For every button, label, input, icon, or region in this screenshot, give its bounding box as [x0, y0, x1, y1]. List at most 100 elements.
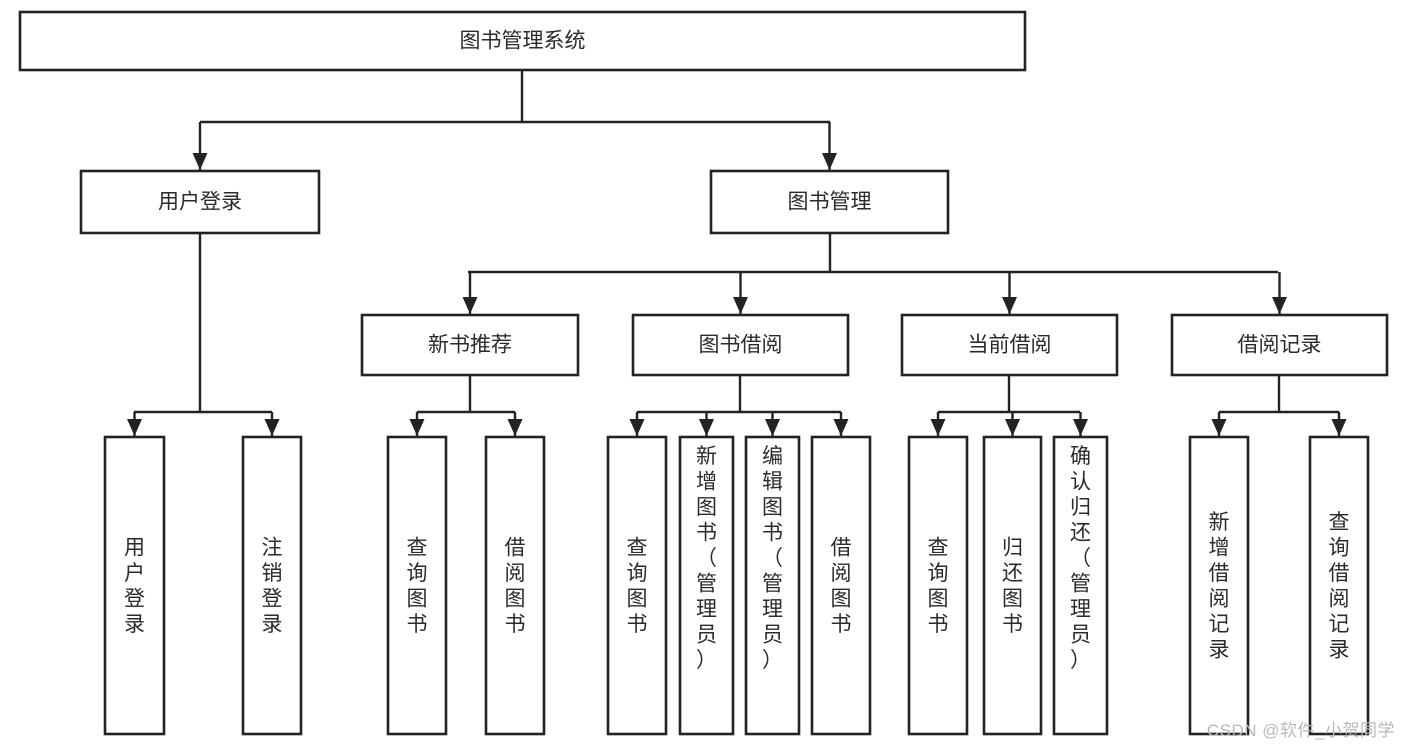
node-box[interactable]: [241, 435, 303, 736]
node-label: 借阅图书: [831, 536, 852, 636]
node-leaf-borrow-book-1[interactable]: 借阅图书: [484, 435, 546, 736]
node-label: 查询图书: [928, 536, 949, 636]
arrow-head-icon: [699, 419, 714, 436]
arrow-head-icon: [930, 419, 946, 436]
node-leaf-borrow-book-2[interactable]: 借阅图书: [810, 435, 872, 736]
arrow-head-icon: [629, 419, 645, 436]
node-leaf-user-login[interactable]: 用户登录: [103, 435, 166, 736]
edge-borrow-record-to-leaf-query-record: [1331, 412, 1347, 436]
node-new-book-recommend[interactable]: 新书推荐: [360, 313, 580, 377]
arrow-head-icon: [264, 419, 280, 436]
node-leaf-add-record[interactable]: 新增借阅记录: [1188, 435, 1250, 736]
node-book-manage[interactable]: 图书管理: [709, 169, 950, 235]
edge-book-manage-to-current-borrow: [1002, 272, 1017, 314]
node-leaf-return-book[interactable]: 归还图书: [982, 435, 1043, 736]
edge-book-manage-to-new-book-recommend: [462, 272, 478, 314]
node-leaf-confirm-return[interactable]: 确认归还（管理员）: [1052, 435, 1109, 736]
node-box[interactable]: [360, 313, 580, 377]
node-leaf-add-book[interactable]: 新增图书（管理员）: [678, 435, 735, 736]
arrow-head-icon: [1211, 419, 1227, 436]
edge-book-borrow-to-leaf-borrow-book-2: [833, 412, 849, 436]
arrow-head-icon: [192, 153, 208, 170]
connector-layer: [127, 70, 1347, 436]
edge-book-manage-to-book-borrow: [733, 272, 748, 314]
arrow-head-icon: [1002, 297, 1017, 314]
edge-book-manage-to-borrow-record: [1272, 272, 1287, 314]
arrow-head-icon: [1005, 419, 1020, 436]
node-book-borrow[interactable]: 图书借阅: [631, 313, 850, 377]
node-box[interactable]: [386, 435, 448, 736]
arrow-head-icon: [507, 419, 523, 436]
node-box[interactable]: [103, 435, 166, 736]
node-box[interactable]: [744, 435, 801, 736]
node-label: 借阅记录: [1238, 334, 1322, 357]
node-box[interactable]: [678, 435, 735, 736]
node-root-图书管理系统[interactable]: 图书管理系统: [18, 10, 1027, 72]
connector-bus-book-manage: [468, 233, 1278, 274]
arrow-head-icon: [1272, 297, 1287, 314]
node-label: 借阅图书: [505, 536, 526, 636]
node-borrow-record[interactable]: 借阅记录: [1170, 313, 1389, 377]
arrow-head-icon: [127, 419, 142, 436]
node-box[interactable]: [982, 435, 1043, 736]
node-box[interactable]: [484, 435, 546, 736]
node-box[interactable]: [631, 313, 850, 377]
node-box[interactable]: [1170, 313, 1389, 377]
connector-bus-new-book: [417, 375, 515, 414]
edge-book-borrow-to-leaf-add-book: [699, 412, 714, 436]
node-leaf-logout-login[interactable]: 注销登录: [241, 435, 303, 736]
node-label: 当前借阅: [968, 334, 1052, 357]
connector-bus-borrow-record: [1219, 375, 1339, 414]
connector-bus-current-borrow: [938, 375, 1080, 414]
edge-current-borrow-to-leaf-confirm-return: [1073, 412, 1088, 436]
node-label: 查询图书: [407, 536, 428, 636]
arrow-head-icon: [462, 297, 478, 314]
edge-borrow-record-to-leaf-add-record: [1211, 412, 1227, 436]
node-user-login[interactable]: 用户登录: [79, 169, 321, 235]
node-label: 用户登录: [158, 191, 242, 214]
node-label: 新书推荐: [428, 334, 512, 357]
node-box[interactable]: [1308, 435, 1370, 736]
node-leaf-query-book-1[interactable]: 查询图书: [386, 435, 448, 736]
node-label: 查询借阅记录: [1329, 511, 1350, 662]
edge-current-borrow-to-leaf-query-book-3: [930, 412, 946, 436]
node-label: 确认归还（管理员）: [1070, 445, 1091, 672]
arrow-head-icon: [1331, 419, 1347, 436]
node-label: 图书管理系统: [460, 30, 586, 53]
node-box[interactable]: [79, 169, 321, 235]
node-label: 新增图书（管理员）: [696, 445, 717, 672]
node-label: 查询图书: [627, 536, 648, 636]
node-label: 图书管理: [788, 191, 872, 214]
node-box[interactable]: [709, 169, 950, 235]
node-label: 归还图书: [1002, 536, 1023, 636]
node-box[interactable]: [606, 435, 668, 736]
arrow-head-icon: [822, 153, 837, 170]
node-box[interactable]: [900, 313, 1119, 377]
node-label: 图书借阅: [699, 334, 783, 357]
edge-new-book-recommend-to-leaf-borrow-book-1: [507, 412, 523, 436]
node-label: 新增借阅记录: [1209, 511, 1230, 662]
arrow-head-icon: [1073, 419, 1088, 436]
node-current-borrow[interactable]: 当前借阅: [900, 313, 1119, 377]
node-box[interactable]: [810, 435, 872, 736]
node-box[interactable]: [1188, 435, 1250, 736]
node-leaf-query-book-3[interactable]: 查询图书: [907, 435, 969, 736]
node-box[interactable]: [907, 435, 969, 736]
edge-root-to-user-login: [192, 122, 208, 170]
edge-book-borrow-to-leaf-edit-book: [765, 412, 780, 436]
connector-bus-user-login: [134, 233, 272, 414]
edge-user-login-to-leaf-user-login: [127, 412, 142, 436]
node-layer: 图书管理系统用户登录图书管理新书推荐图书借阅当前借阅借阅记录用户登录注销登录查询…: [18, 10, 1389, 736]
node-label: 注销登录: [262, 536, 283, 636]
node-leaf-query-book-2[interactable]: 查询图书: [606, 435, 668, 736]
node-box[interactable]: [18, 10, 1027, 72]
connector-bus-book-borrow: [637, 375, 841, 414]
node-leaf-edit-book[interactable]: 编辑图书（管理员）: [744, 435, 801, 736]
node-label: 编辑图书（管理员）: [762, 445, 783, 672]
node-box[interactable]: [1052, 435, 1109, 736]
watermark-text: CSDN @软件_小贺同学: [1206, 721, 1395, 740]
connector-bus-root: [200, 70, 830, 124]
edge-current-borrow-to-leaf-return-book: [1005, 412, 1020, 436]
node-leaf-query-record[interactable]: 查询借阅记录: [1308, 435, 1370, 736]
